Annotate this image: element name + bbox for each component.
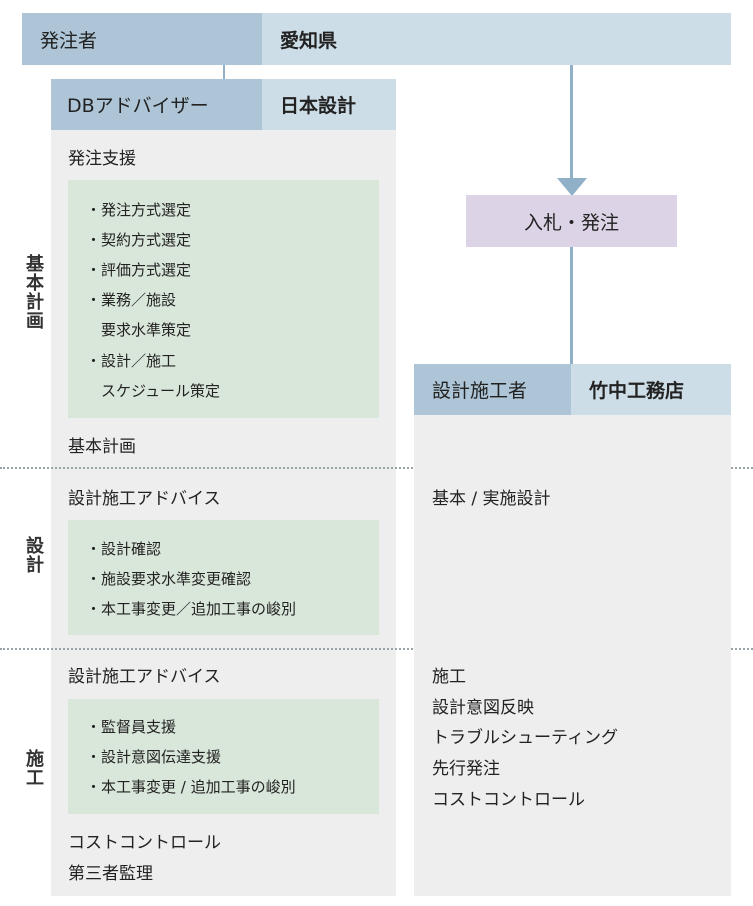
task-item: ・契約方式選定 [86,231,192,249]
contractor-phase2-text: 基本 / 実施設計 [432,489,551,509]
task-item: 要求水準策定 [86,321,192,339]
advisor-name-label: 日本設計 [280,95,357,117]
contractor-role-cell: 設計施工者 [414,364,571,415]
task-item: ・設計意図伝達支援 [86,748,222,766]
contractor-phase3-item: トラブルシューティング [432,728,618,748]
advisor-phase3-footer-item: 第三者監理 [68,864,153,884]
contractor-phase3-item: 施工 [432,667,466,687]
advisor-phase3-title: 設計施工アドバイス [68,667,221,687]
contractor-name-cell: 竹中工務店 [571,364,731,415]
bid-arrow-head [557,178,587,196]
advisor-phase1-title: 発注支援 [68,149,136,169]
advisor-phase2-task-box [68,520,379,635]
advisor-phase1-task-box [68,180,379,418]
task-item: ・発注方式選定 [86,201,192,219]
contractor-phase3-item: 設計意図反映 [432,698,534,718]
client-role-cell: 発注者 [22,13,262,65]
contractor-panel [414,364,731,896]
advisor-phase2-title: 設計施工アドバイス [68,489,221,509]
task-item: ・施設要求水準変更確認 [86,570,252,588]
phase-label-planning: 基本計画 [23,254,44,330]
task-item: ・本工事変更／追加工事の峻別 [86,600,297,618]
advisor-phase3-footer-item: コストコントロール [68,833,221,853]
task-item: ・設計／施工 [86,352,177,370]
task-item: スケジュール策定 [86,382,220,400]
contractor-name-label: 竹中工務店 [589,380,685,402]
task-item: ・評価方式選定 [86,261,192,279]
contractor-phase3-item: 先行発注 [432,759,500,779]
advisor-phase3-task-box [68,699,379,814]
advisor-role-label: DBアドバイザー [67,95,209,117]
task-item: ・本工事変更 / 追加工事の峻別 [86,778,296,796]
bid-order-label: 入札・発注 [523,211,619,234]
contractor-role-label: 設計施工者 [432,380,528,402]
phase-divider [0,467,753,469]
advisor-phase1-footer: 基本計画 [68,437,136,457]
client-name-cell: 愛知県 [262,13,731,65]
task-item: ・設計確認 [86,540,162,558]
contractor-phase3-item: コストコントロール [432,790,585,810]
phase-label-construction: 施工 [23,749,44,787]
bid-order-box: 入札・発注 [466,195,677,247]
contractor-connector-line [570,247,573,364]
advisor-connector-line [223,65,225,79]
task-item: ・監督員支援 [86,718,177,736]
task-item: ・業務／施設 [86,291,177,309]
advisor-name-cell: 日本設計 [262,79,396,130]
client-name-label: 愛知県 [280,29,338,52]
client-role-label: 発注者 [40,29,98,52]
bid-arrow-shaft [570,65,573,181]
phase-label-design: 設計 [23,536,44,574]
advisor-role-cell: DBアドバイザー [51,79,262,130]
phase-divider [0,648,753,650]
